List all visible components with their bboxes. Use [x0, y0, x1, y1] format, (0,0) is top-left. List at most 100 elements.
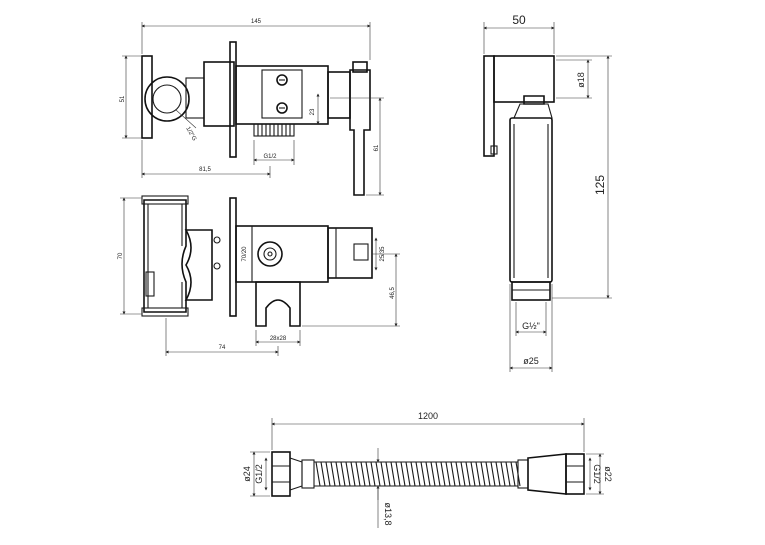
front-screw-bottom	[213, 262, 221, 270]
pipe-bottom-cap	[141, 307, 189, 317]
front-holder-bracket	[255, 281, 301, 327]
front-knob-outer	[257, 241, 283, 267]
hose-coil	[365, 461, 371, 487]
hose-coil	[410, 461, 416, 487]
top-view: 145 51 1/2"G 23 G1/2 81,5 61	[120, 19, 384, 196]
head-thread-label: G½"	[522, 321, 540, 331]
hose-coil	[450, 461, 456, 487]
front-view: 70 70/20 25/35 46,5 28x28 74	[118, 195, 400, 356]
hose-right-nut	[565, 453, 585, 495]
hose-coil	[385, 461, 391, 487]
head-collar	[513, 103, 553, 119]
spray-head-view: 50 ø18 125 G½" ø25	[483, 13, 612, 372]
hose-coil	[510, 461, 516, 487]
hose-length-label: 1200	[418, 411, 438, 421]
hose-coils	[315, 461, 521, 487]
head-bottom-diameter-label: ø25	[523, 356, 539, 366]
hose-coil	[430, 461, 436, 487]
hose-right-thread-label: G1/2	[592, 464, 602, 484]
head-top-block	[493, 55, 555, 103]
hose-coil	[480, 461, 486, 487]
top-height-label: 51	[120, 95, 126, 102]
hose-coil	[490, 461, 496, 487]
hose-left-sleeve	[301, 459, 315, 489]
pipe-connector	[144, 76, 190, 122]
inner-slot	[261, 69, 303, 119]
hose-coil	[330, 461, 336, 487]
hose-coil	[445, 461, 451, 487]
hose-coil	[465, 461, 471, 487]
hose-coil	[350, 461, 356, 487]
hose-coil	[395, 461, 401, 487]
hose-coil	[405, 461, 411, 487]
hose-right-ferrule	[527, 453, 567, 495]
front-connector	[184, 229, 213, 301]
head-nozzle	[511, 281, 551, 301]
hose-coil	[360, 461, 366, 487]
hose-coil	[325, 461, 331, 487]
mounting-plate	[229, 41, 237, 158]
head-back-tab	[490, 145, 498, 155]
top-width-label: 145	[251, 19, 262, 25]
hose-coil	[495, 461, 501, 487]
pipe-body	[143, 199, 187, 313]
head-body	[509, 117, 553, 283]
hose-coil	[470, 461, 476, 487]
hose-coil	[320, 461, 326, 487]
hose-coil	[380, 461, 386, 487]
cartridge-cap	[327, 71, 351, 119]
hose-left-nut	[271, 451, 291, 497]
head-back-plate	[483, 55, 495, 157]
hose-coil	[390, 461, 396, 487]
screw-top	[276, 74, 288, 86]
hose-coil	[375, 461, 381, 487]
hose-left-diameter-label: ø24	[242, 466, 252, 482]
body-plate	[203, 61, 235, 127]
front-pipe-label: 70/20	[242, 246, 248, 262]
hose-left-thread-label: G1/2	[254, 464, 264, 484]
front-knob-inner	[263, 247, 277, 261]
front-height-label: 70	[118, 252, 124, 259]
hose-coil	[315, 461, 321, 487]
hose-coil	[505, 461, 511, 487]
pipe-top-cap	[141, 195, 189, 205]
hose-coil	[440, 461, 446, 487]
front-cartridge-slot	[353, 243, 369, 261]
screw-bottom	[276, 102, 288, 114]
lever-handle	[349, 69, 371, 196]
hose-coil	[340, 461, 346, 487]
hose-coil	[435, 461, 441, 487]
front-hole-label: 25/35	[380, 246, 386, 262]
hose-coil	[355, 461, 361, 487]
hose-coil	[460, 461, 466, 487]
top-offset-label: 23	[310, 108, 316, 115]
hose-left-ferrule	[289, 457, 303, 491]
head-neck	[523, 95, 545, 105]
hose-coil	[420, 461, 426, 487]
front-knob-center	[267, 251, 273, 257]
hose-coil	[415, 461, 421, 487]
front-screw-top	[213, 236, 221, 244]
front-holder-height-label: 46,5	[390, 287, 396, 299]
hose-coil	[455, 461, 461, 487]
wall-flange	[141, 55, 153, 139]
front-mounting-plate	[229, 197, 237, 317]
hose-coil	[500, 461, 506, 487]
head-top-diameter-label: ø18	[576, 72, 586, 88]
hose-coil	[425, 461, 431, 487]
hose-view: 1200 ø24 G1/2 G1/2 ø22 ø13,8	[242, 411, 613, 528]
hose-coil	[400, 461, 406, 487]
lever-knob	[352, 61, 368, 73]
hose-coil	[370, 461, 376, 487]
hose-coil	[475, 461, 481, 487]
top-lever-label: 61	[374, 144, 380, 151]
hose-coil	[345, 461, 351, 487]
hose-right-diameter-label: ø22	[603, 466, 613, 482]
hose-coil	[335, 461, 341, 487]
head-width-label: 50	[512, 13, 526, 27]
front-cartridge	[327, 227, 373, 279]
top-rotated-thread-label: 1/2"G	[184, 126, 197, 142]
top-depth-label: 81,5	[199, 167, 211, 173]
top-thread-label: G1/2	[263, 154, 277, 160]
pipe-notch	[145, 271, 155, 297]
